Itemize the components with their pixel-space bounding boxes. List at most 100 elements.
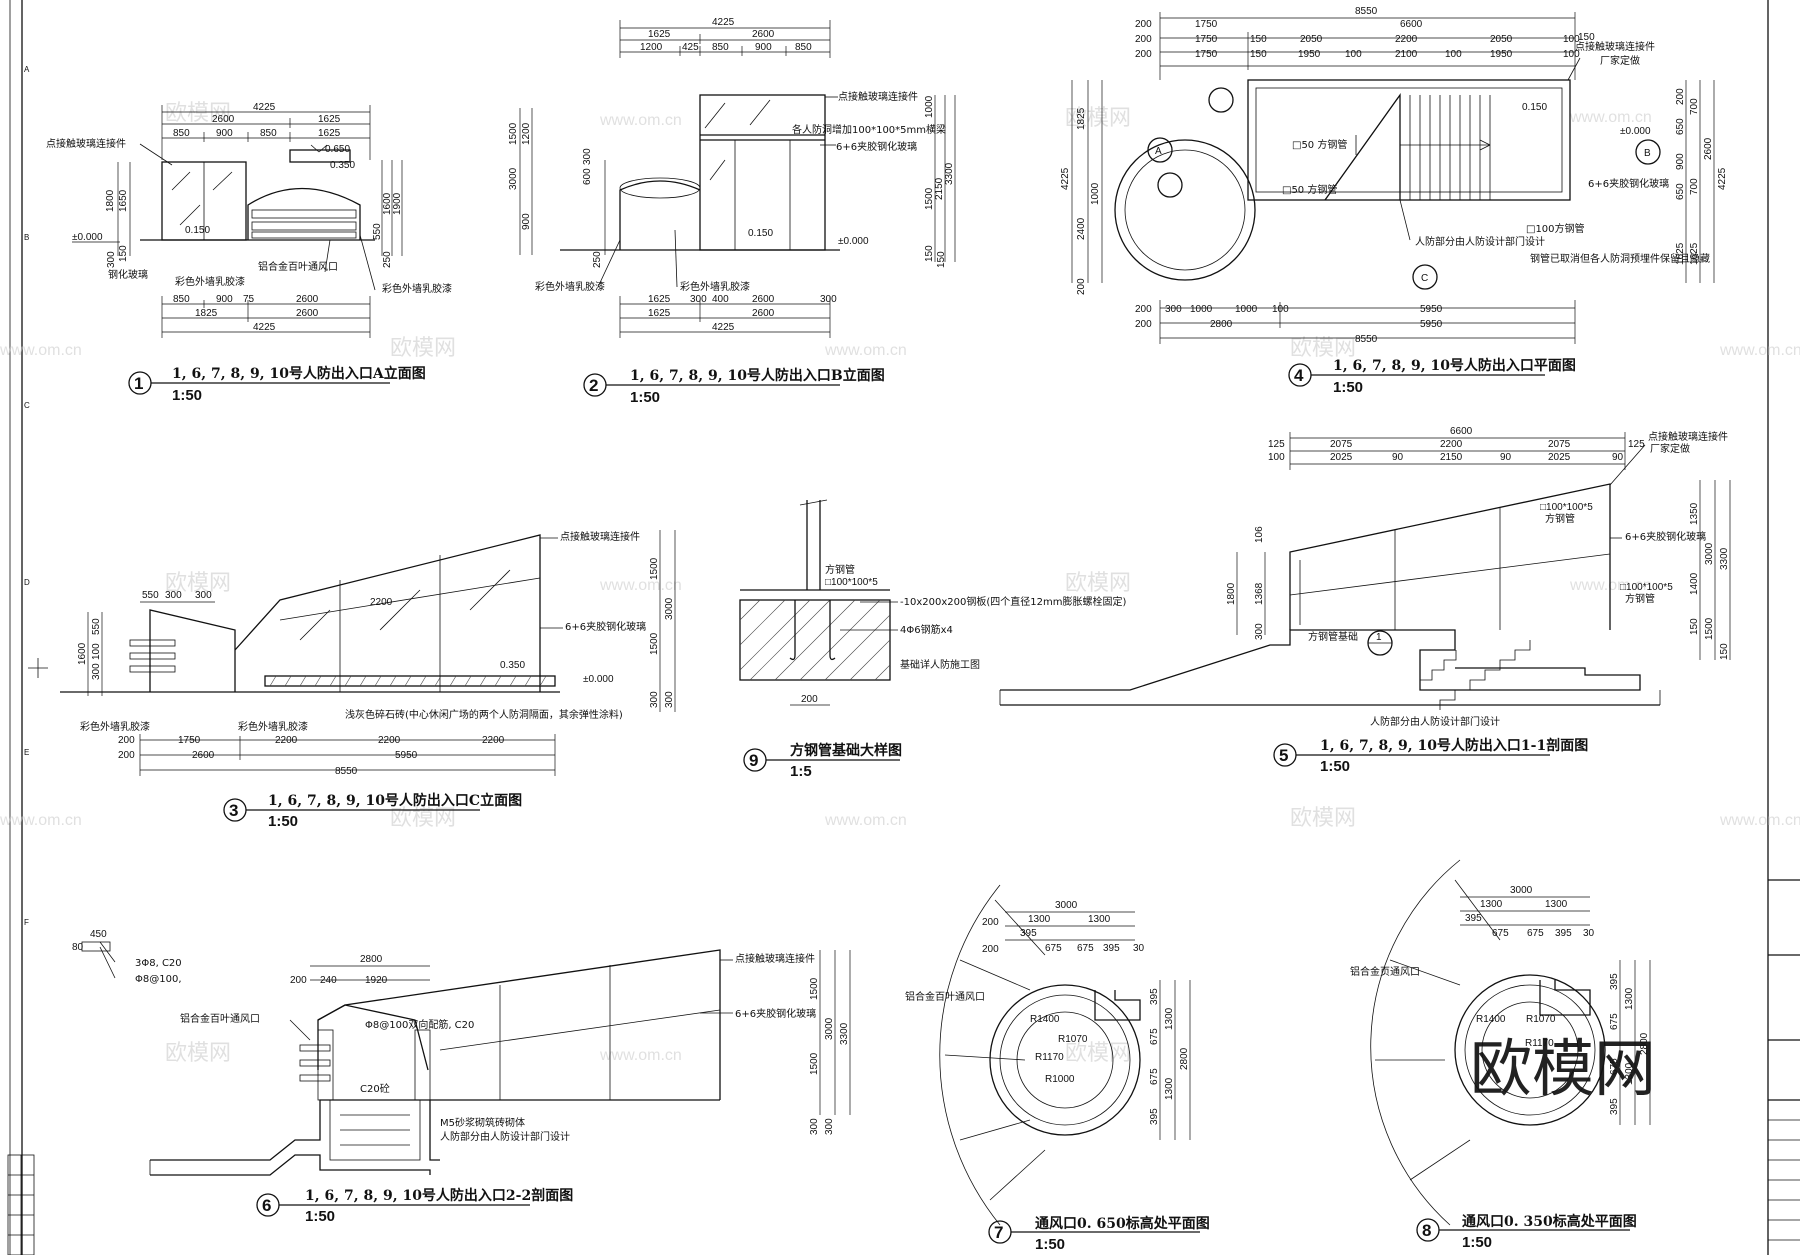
svg-text:R1400: R1400	[1030, 1014, 1060, 1025]
svg-text:1:50: 1:50	[1035, 1236, 1065, 1253]
svg-text:4Φ6钢筋x4: 4Φ6钢筋x4	[900, 623, 953, 636]
svg-text:1825: 1825	[1076, 107, 1087, 130]
svg-text:2025: 2025	[1330, 452, 1353, 463]
svg-text:1750: 1750	[1195, 34, 1218, 45]
svg-text:-10x200x200钢板(四个直径12mm膨胀螺栓固定): -10x200x200钢板(四个直径12mm膨胀螺栓固定)	[900, 595, 1126, 608]
drawing-1-a-elevation: 4225 2600 1625 850 900 850 1625 0.650 0.…	[46, 102, 452, 338]
svg-text:R1170: R1170	[1035, 1052, 1064, 1063]
svg-text:300: 300	[1254, 623, 1265, 640]
svg-text:基础详人防施工图: 基础详人防施工图	[900, 658, 980, 671]
svg-text:1:50: 1:50	[305, 1208, 335, 1225]
svg-text:铝合金百叶通风口: 铝合金百叶通风口	[905, 990, 985, 1003]
svg-text:5: 5	[1279, 746, 1288, 765]
svg-text:2600: 2600	[296, 308, 319, 319]
svg-text:1300: 1300	[1545, 899, 1568, 910]
svg-text:1625: 1625	[318, 128, 341, 139]
svg-text:厂家定做: 厂家定做	[1650, 442, 1690, 455]
svg-text:150: 150	[1578, 32, 1595, 43]
svg-text:彩色外墙乳胶漆: 彩色外墙乳胶漆	[535, 280, 605, 293]
svg-text:395: 395	[1149, 988, 1160, 1005]
svg-text:1: 1	[134, 374, 143, 393]
svg-text:1920: 1920	[365, 975, 388, 986]
svg-text:1:5: 1:5	[790, 763, 812, 780]
svg-text:欧模网: 欧模网	[165, 1041, 231, 1066]
logo-watermark: 欧模网	[1470, 1032, 1656, 1105]
svg-text:点接触玻璃连接件: 点接触玻璃连接件	[838, 90, 918, 103]
svg-text:1625: 1625	[648, 29, 671, 40]
svg-text:125: 125	[1628, 439, 1645, 450]
svg-text:1800: 1800	[105, 189, 116, 212]
svg-text:8550: 8550	[1355, 6, 1378, 17]
svg-text:300: 300	[809, 1118, 820, 1135]
svg-text:R1070: R1070	[1058, 1034, 1088, 1045]
svg-text:550: 550	[372, 223, 383, 240]
svg-text:1:50: 1:50	[1320, 758, 1350, 775]
svg-text:900: 900	[755, 42, 772, 53]
drawing-2-title: 2 1, 6, 7, 8, 9, 10号人防出入口B立面图 1:50	[583, 367, 885, 406]
svg-text:1300: 1300	[1624, 987, 1635, 1010]
drawing-7-title: 7 通风口0. 650标高处平面图 1:50	[988, 1215, 1210, 1253]
svg-text:150: 150	[1250, 34, 1267, 45]
svg-text:2800: 2800	[1210, 319, 1233, 330]
svg-text:1400: 1400	[1689, 572, 1700, 595]
svg-text:700: 700	[1689, 178, 1700, 195]
svg-text:6600: 6600	[1450, 426, 1473, 437]
svg-text:3000: 3000	[824, 1017, 835, 1040]
svg-text:30: 30	[1583, 928, 1595, 939]
svg-text:2800: 2800	[360, 954, 383, 965]
svg-text:www.om.cn: www.om.cn	[1719, 812, 1800, 829]
svg-text:www.om.cn: www.om.cn	[0, 812, 82, 829]
svg-text:4225: 4225	[712, 322, 735, 333]
svg-text:钢管已取消但各人防洞预埋件保留且隐藏: 钢管已取消但各人防洞预埋件保留且隐藏	[1530, 252, 1710, 265]
svg-text:A: A	[1155, 146, 1162, 157]
svg-text:2600: 2600	[1703, 137, 1714, 160]
svg-text:200: 200	[118, 750, 135, 761]
svg-text:900: 900	[216, 294, 233, 305]
svg-text:6600: 6600	[1400, 19, 1423, 30]
svg-text:1500: 1500	[924, 187, 935, 210]
svg-text:6+6夹胶钢化玻璃: 6+6夹胶钢化玻璃	[836, 140, 917, 153]
svg-text:395: 395	[1609, 973, 1620, 990]
svg-text:9: 9	[749, 751, 758, 770]
svg-text:欧模网: 欧模网	[390, 336, 456, 361]
svg-text:150: 150	[1250, 49, 1267, 60]
svg-text:各人防洞增加100*100*5mm横梁: 各人防洞增加100*100*5mm横梁	[792, 123, 946, 136]
svg-text:方钢管基础: 方钢管基础	[1308, 630, 1358, 643]
svg-text:5950: 5950	[395, 750, 418, 761]
svg-text:通风口0. 650标高处平面图: 通风口0. 650标高处平面图	[1035, 1215, 1210, 1232]
svg-text:彩色外墙乳胶漆: 彩色外墙乳胶漆	[80, 720, 150, 733]
svg-text:675: 675	[1609, 1058, 1620, 1075]
svg-text:2400: 2400	[1076, 217, 1087, 240]
svg-text:浅灰色碎石砖(中心休闲广场的两个人防洞隔面，其余弹性涂料): 浅灰色碎石砖(中心休闲广场的两个人防洞隔面，其余弹性涂料)	[345, 708, 623, 721]
svg-text:1500: 1500	[809, 977, 820, 1000]
svg-text:1625: 1625	[648, 308, 671, 319]
drawing-5-title: 5 1, 6, 7, 8, 9, 10号人防出入口1-1剖面图 1:50	[1273, 737, 1588, 775]
svg-text:方钢管基础大样图: 方钢管基础大样图	[790, 742, 902, 759]
svg-text:1500: 1500	[1704, 617, 1715, 640]
svg-text:彩色外墙乳胶漆: 彩色外墙乳胶漆	[680, 280, 750, 293]
drawing-3-c-elevation: 0.350 ±0.000 点接触玻璃连接件 6+6夹胶钢化玻璃 彩色外墙乳胶漆 …	[60, 530, 676, 777]
svg-text:3300: 3300	[839, 1022, 850, 1045]
svg-text:675: 675	[1149, 1068, 1160, 1085]
svg-text:100: 100	[1563, 49, 1580, 60]
svg-text:5950: 5950	[1420, 319, 1443, 330]
svg-text:□100方钢管: □100方钢管	[1526, 222, 1585, 235]
svg-text:±0.000: ±0.000	[838, 236, 869, 247]
svg-text:1600: 1600	[382, 192, 393, 215]
svg-text:人防部分由人防设计部门设计: 人防部分由人防设计部门设计	[440, 1130, 570, 1143]
svg-text:300: 300	[1165, 304, 1182, 315]
svg-text:1750: 1750	[1195, 19, 1218, 30]
svg-text:200: 200	[1135, 19, 1152, 30]
svg-text:300: 300	[820, 294, 837, 305]
svg-text:www.om.cn: www.om.cn	[599, 577, 682, 594]
svg-text:200: 200	[1076, 278, 1087, 295]
svg-text:2200: 2200	[275, 735, 298, 746]
svg-text:Φ8@100双向配筋, C20: Φ8@100双向配筋, C20	[365, 1018, 474, 1031]
svg-text:150: 150	[118, 245, 129, 262]
svg-text:点接触玻璃连接件: 点接触玻璃连接件	[46, 137, 126, 150]
svg-text:www.om.cn: www.om.cn	[1569, 109, 1652, 126]
svg-text:C: C	[24, 401, 30, 410]
svg-text:8550: 8550	[1355, 334, 1378, 345]
svg-text:395: 395	[1103, 943, 1120, 954]
